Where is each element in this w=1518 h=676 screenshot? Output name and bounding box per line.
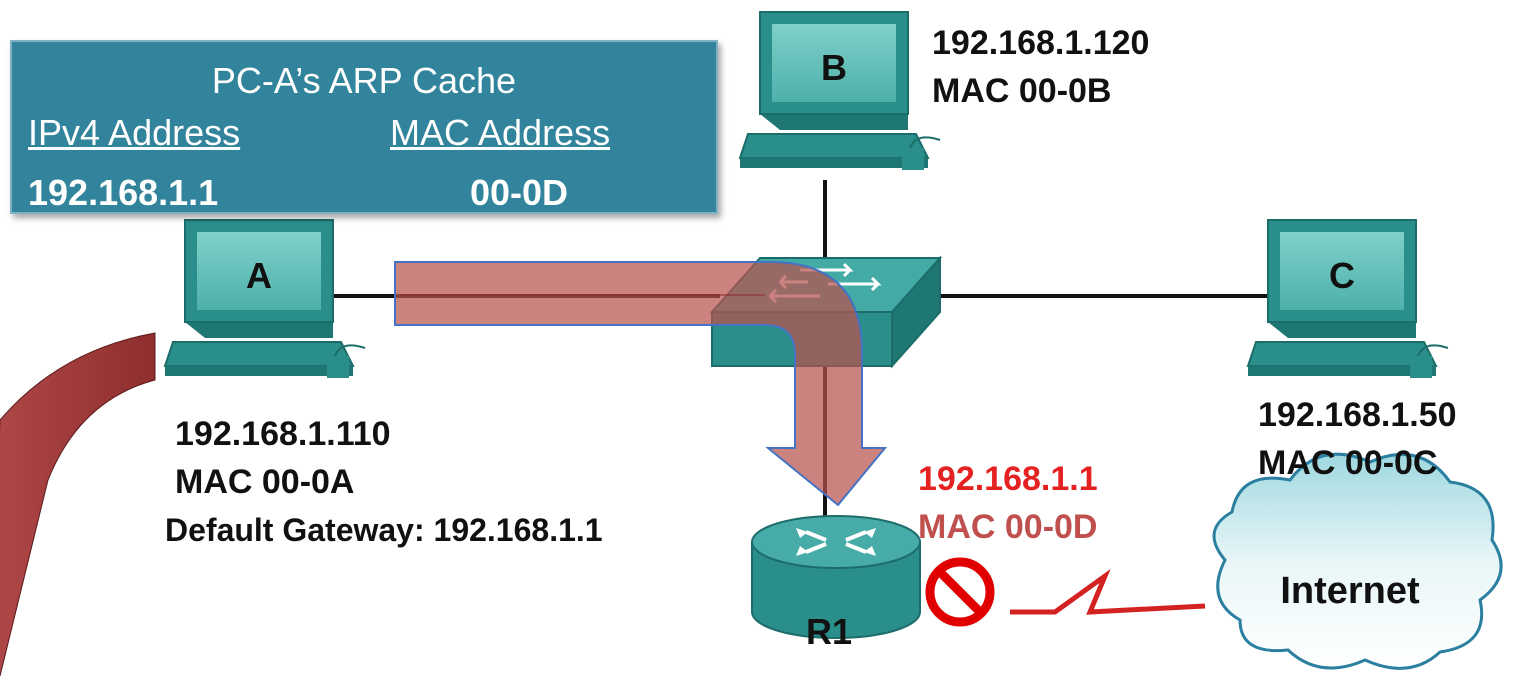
curved-arrow	[0, 332, 156, 676]
pc-c-ip: 192.168.1.50	[1258, 396, 1457, 434]
arp-col-mac: MAC Address	[390, 112, 611, 153]
cloud-icon	[1212, 452, 1503, 670]
blocked-icon	[925, 557, 995, 627]
pc-a-mac: MAC 00-0A	[175, 463, 355, 501]
arp-row-ipv4: 192.168.1.1	[28, 172, 219, 213]
pc-a-gateway: Default Gateway: 192.168.1.1	[165, 512, 603, 548]
pc-a-icon	[163, 219, 366, 378]
pc-a-ip: 192.168.1.110	[175, 415, 391, 453]
pc-c-mac: MAC 00-0C	[1258, 444, 1438, 482]
internet-label: Internet	[1280, 570, 1420, 612]
router-ip: 192.168.1.1	[918, 460, 1098, 498]
router-name: R1	[806, 611, 853, 652]
wan-link	[1010, 568, 1206, 615]
pc-b-ip: 192.168.1.120	[932, 24, 1150, 62]
router-mac: MAC 00-0D	[918, 508, 1098, 546]
pc-b-mac: MAC 00-0B	[932, 72, 1112, 110]
router-icon	[751, 515, 921, 639]
arp-row-mac: 00-0D	[470, 172, 569, 213]
pc-c-letter: C	[1329, 255, 1355, 296]
pc-a-letter: A	[246, 255, 272, 296]
traffic-arrow	[394, 261, 888, 507]
arp-col-ipv4: IPv4 Address	[28, 112, 241, 153]
arp-cache-panel: PC-A’s ARP Cache IPv4 Address MAC Addres…	[10, 40, 718, 214]
arp-cache-title: PC-A’s ARP Cache	[211, 60, 517, 101]
pc-b-icon	[738, 11, 941, 170]
pc-b-letter: B	[821, 47, 847, 88]
pc-c-icon	[1246, 219, 1449, 378]
